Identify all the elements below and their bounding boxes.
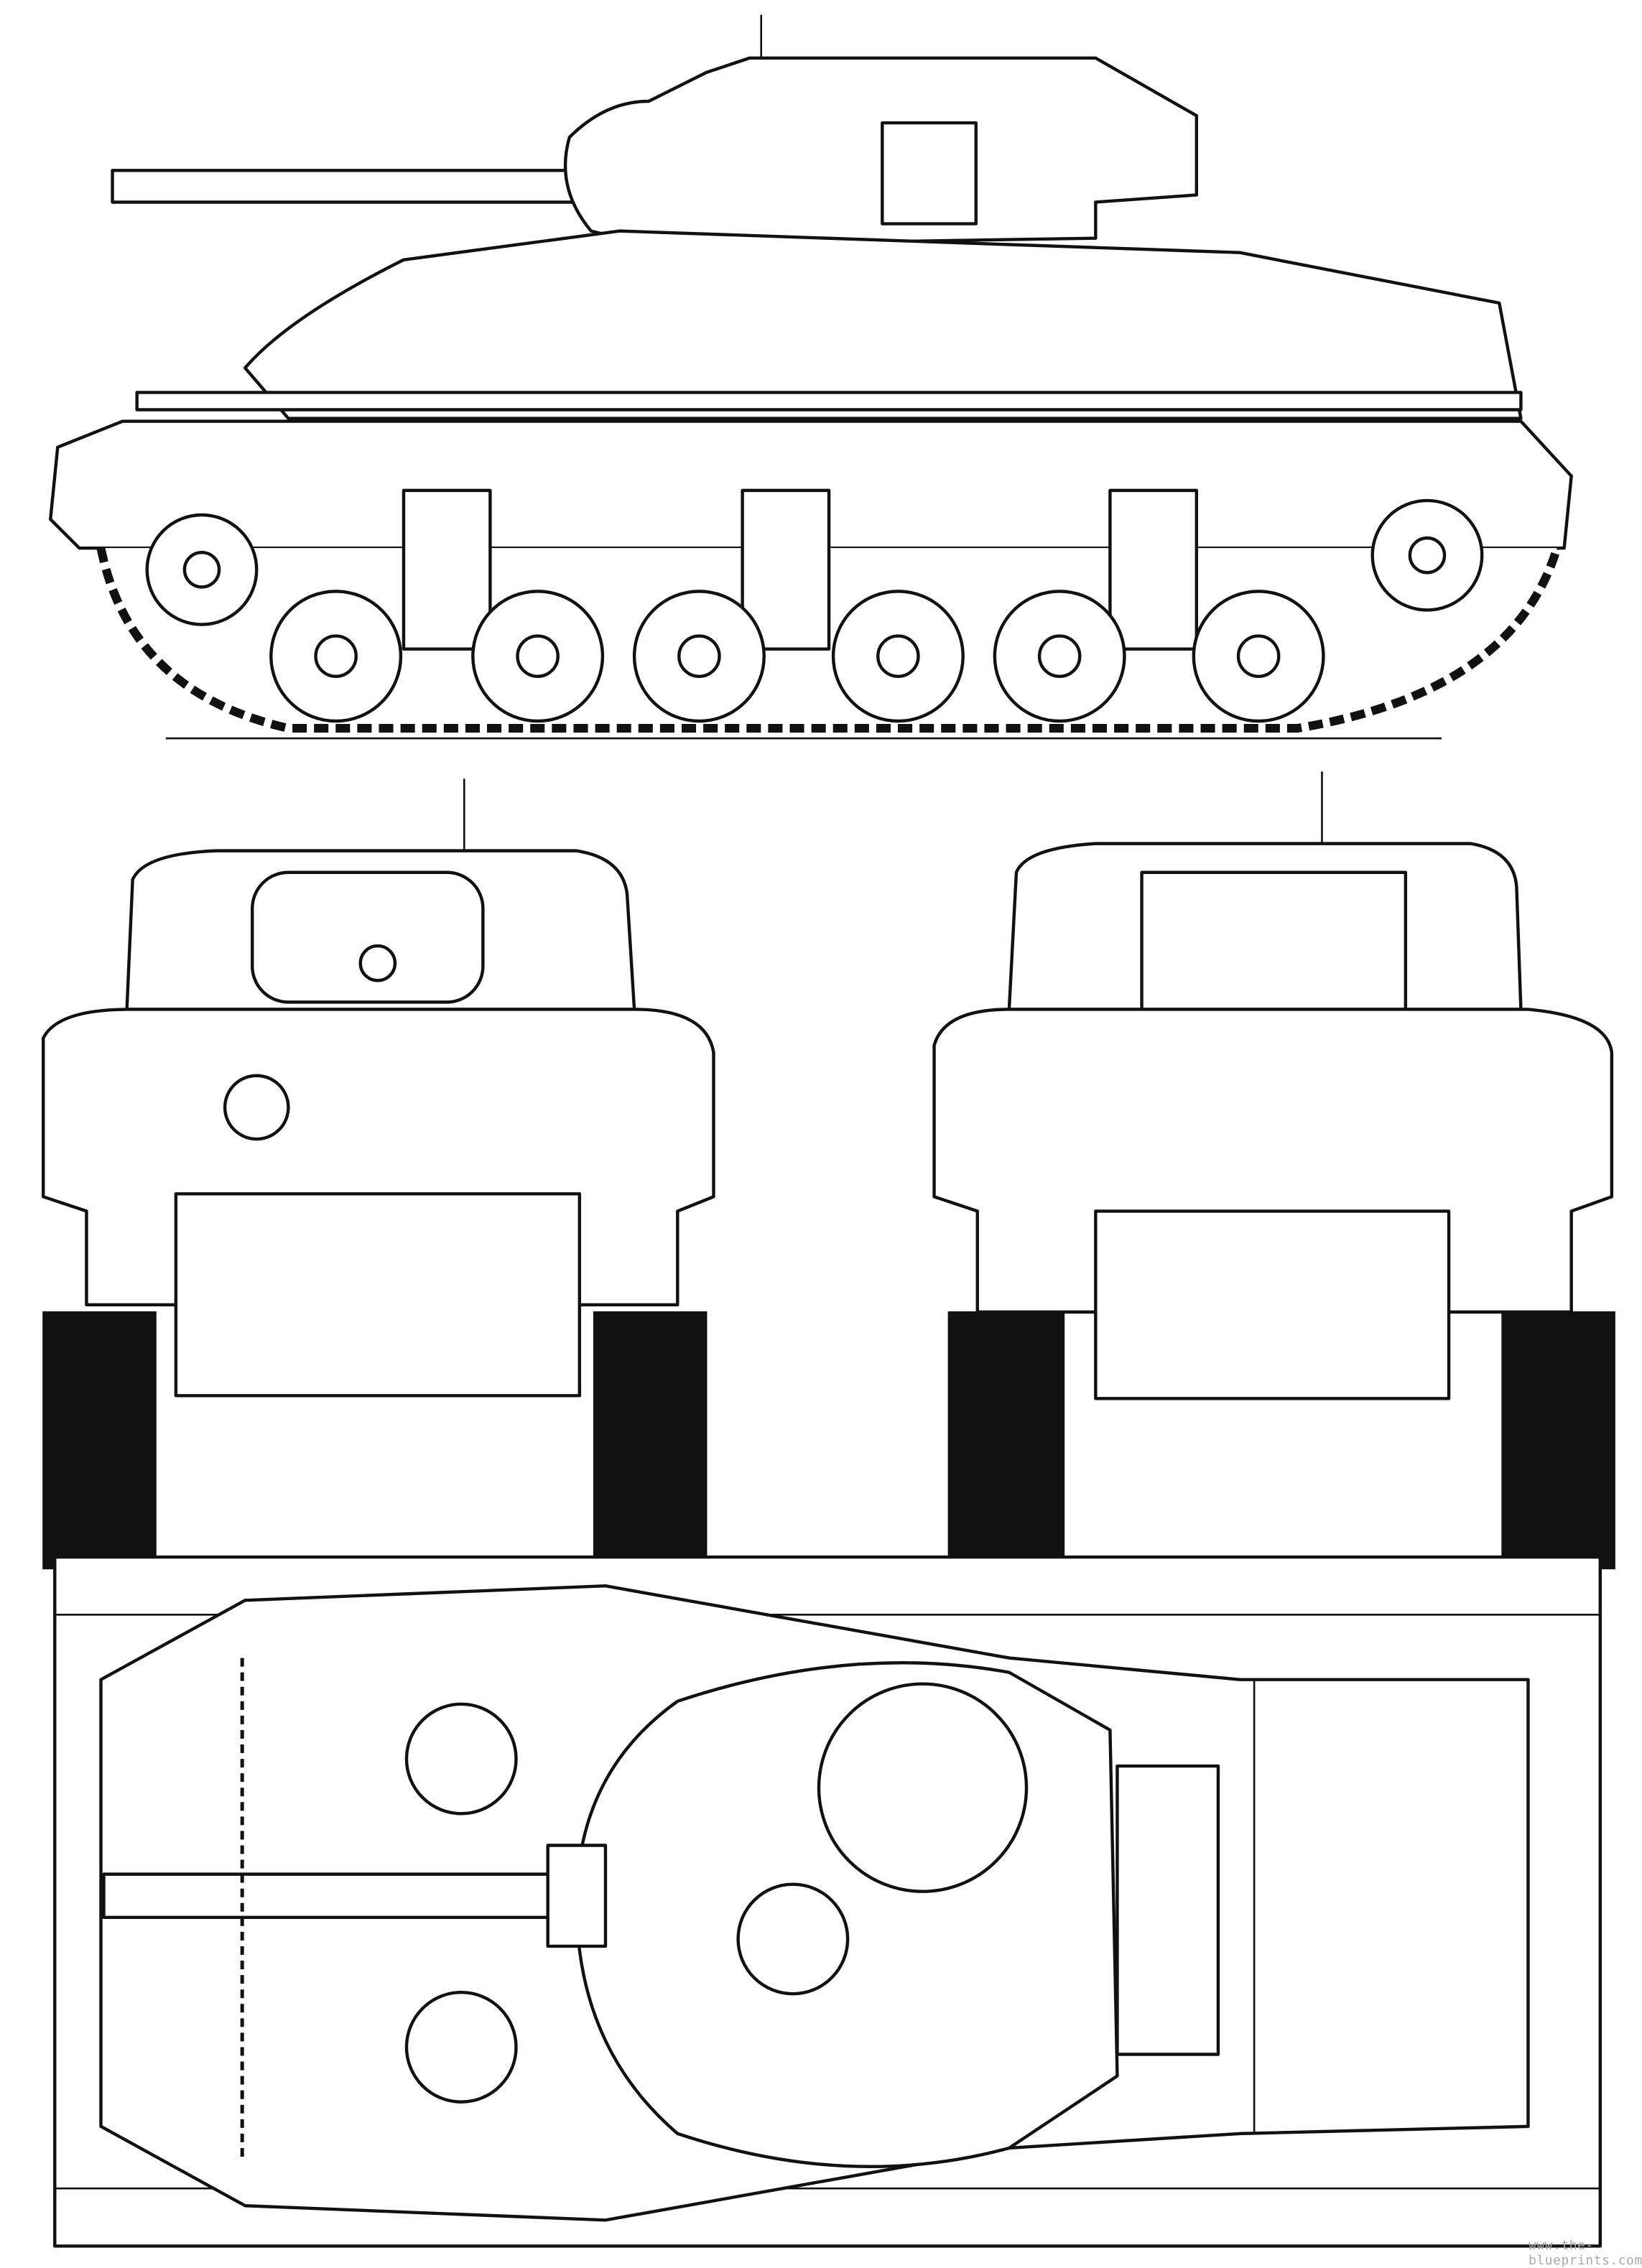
road-wheels — [269, 590, 1325, 723]
gun-mantlet — [251, 870, 485, 1004]
loader-hatch — [736, 1882, 850, 1996]
rear-engine-plate — [1094, 1209, 1451, 1400]
fender-rail — [135, 391, 1523, 412]
turret-bustle-box — [1140, 870, 1408, 1011]
wheel-hub — [876, 634, 920, 678]
side-view — [49, 14, 1573, 740]
driver-hatch — [404, 1702, 518, 1816]
wheel-hub — [1037, 634, 1082, 678]
turret-hatch — [881, 121, 978, 226]
codriver-hatch — [404, 1990, 518, 2104]
transmission-cover — [174, 1192, 582, 1398]
bogie-assemblies — [402, 488, 1199, 651]
wheel-hub — [1236, 634, 1281, 678]
track-right — [593, 1311, 708, 1570]
bogie-rear — [1108, 488, 1199, 651]
rear-view — [932, 771, 1615, 1570]
engine-grille — [1115, 1764, 1220, 2056]
wheel-hub — [314, 634, 358, 678]
idler-hub — [1408, 536, 1447, 575]
track-right — [1501, 1311, 1615, 1570]
top-view — [53, 1555, 1602, 2248]
track-left — [947, 1311, 1065, 1570]
headlight-guard — [223, 1074, 290, 1141]
sprocket-hub — [182, 550, 221, 589]
upper-hull — [243, 229, 1523, 420]
main-gun-barrel — [111, 169, 576, 204]
gun-mantlet-top — [546, 1844, 608, 1948]
wheel-hub — [677, 634, 721, 678]
wheel-hub — [516, 634, 560, 678]
watermark: www.the-blueprints.com — [1529, 2238, 1642, 2268]
main-gun-top — [102, 1872, 596, 1920]
track-left — [42, 1311, 157, 1570]
commander-cupola — [817, 1682, 1029, 1893]
bogie-front — [402, 488, 492, 651]
bogie-middle — [741, 488, 831, 651]
front-view — [42, 779, 715, 1570]
gun-muzzle — [358, 944, 397, 982]
